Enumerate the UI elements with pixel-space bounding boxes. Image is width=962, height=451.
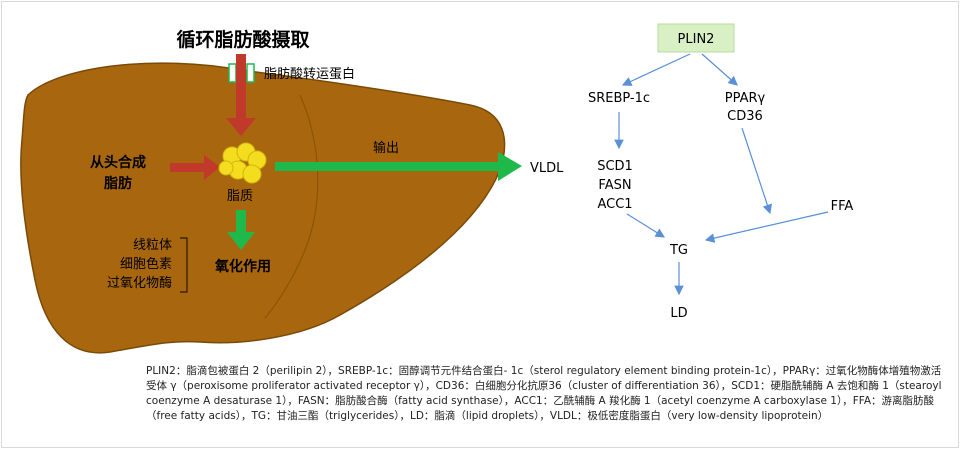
transporter-label: 脂肪酸转运蛋白 — [264, 66, 355, 82]
arrow-acc1-tg — [626, 213, 666, 238]
liver-shape — [20, 62, 506, 354]
export-arrow-head — [498, 152, 522, 181]
plin2-label: PLIN2 — [678, 32, 715, 47]
transporter-icon-right — [246, 63, 255, 83]
uptake-arrow-shaft — [236, 54, 246, 120]
uptake-arrow-head — [226, 118, 256, 136]
export-label: 输出 — [373, 140, 399, 156]
fasn-label: FASN — [598, 178, 631, 193]
organelle-mitochondria: 线粒体 — [133, 238, 172, 253]
ppar-label: PPARγ — [725, 91, 766, 106]
uptake-title: 循环脂肪酸摄取 — [176, 28, 309, 51]
arrow-plin2-ppar — [701, 53, 738, 86]
ld-label: LD — [670, 306, 687, 321]
srebp-label: SREBP-1c — [588, 91, 650, 106]
lipid-label: 脂质 — [227, 189, 253, 204]
de-novo-label-line1: 从头合成 — [90, 154, 146, 171]
de-novo-label-line2: 脂肪 — [103, 175, 132, 192]
ffa-label: FFA — [831, 199, 854, 214]
cd36-label: CD36 — [727, 109, 763, 124]
transporter-icon — [228, 63, 237, 83]
organelle-bracket — [180, 237, 188, 293]
oxidation-arrow-shaft — [236, 210, 246, 234]
liver-lobe-line — [264, 94, 319, 319]
arrow-plin2-srebp — [621, 53, 691, 86]
vldl-label: VLDL — [530, 161, 564, 176]
de-novo-arrow-shaft — [170, 163, 206, 172]
abbreviation-legend: PLIN2：脂滴包被蛋白 2（perilipin 2），SREBP-1c：固醇调… — [146, 365, 942, 422]
oxidation-arrow-head — [227, 232, 255, 250]
export-arrow-shaft — [275, 162, 500, 171]
lipid-droplets-icon — [218, 142, 267, 184]
acc1-label: ACC1 — [597, 197, 632, 212]
scd1-label: SCD1 — [597, 159, 633, 174]
plin2-box — [657, 23, 735, 53]
oxidation-label: 氧化作用 — [214, 258, 271, 275]
organelle-cytochrome: 细胞色素 — [120, 256, 172, 272]
organelle-peroxisome: 过氧化物酶 — [107, 275, 172, 291]
tg-label: TG — [669, 243, 688, 258]
de-novo-arrow-head — [204, 155, 220, 180]
arrow-ffa-tg — [704, 211, 829, 243]
arrow-cd36-ffa — [741, 127, 772, 215]
